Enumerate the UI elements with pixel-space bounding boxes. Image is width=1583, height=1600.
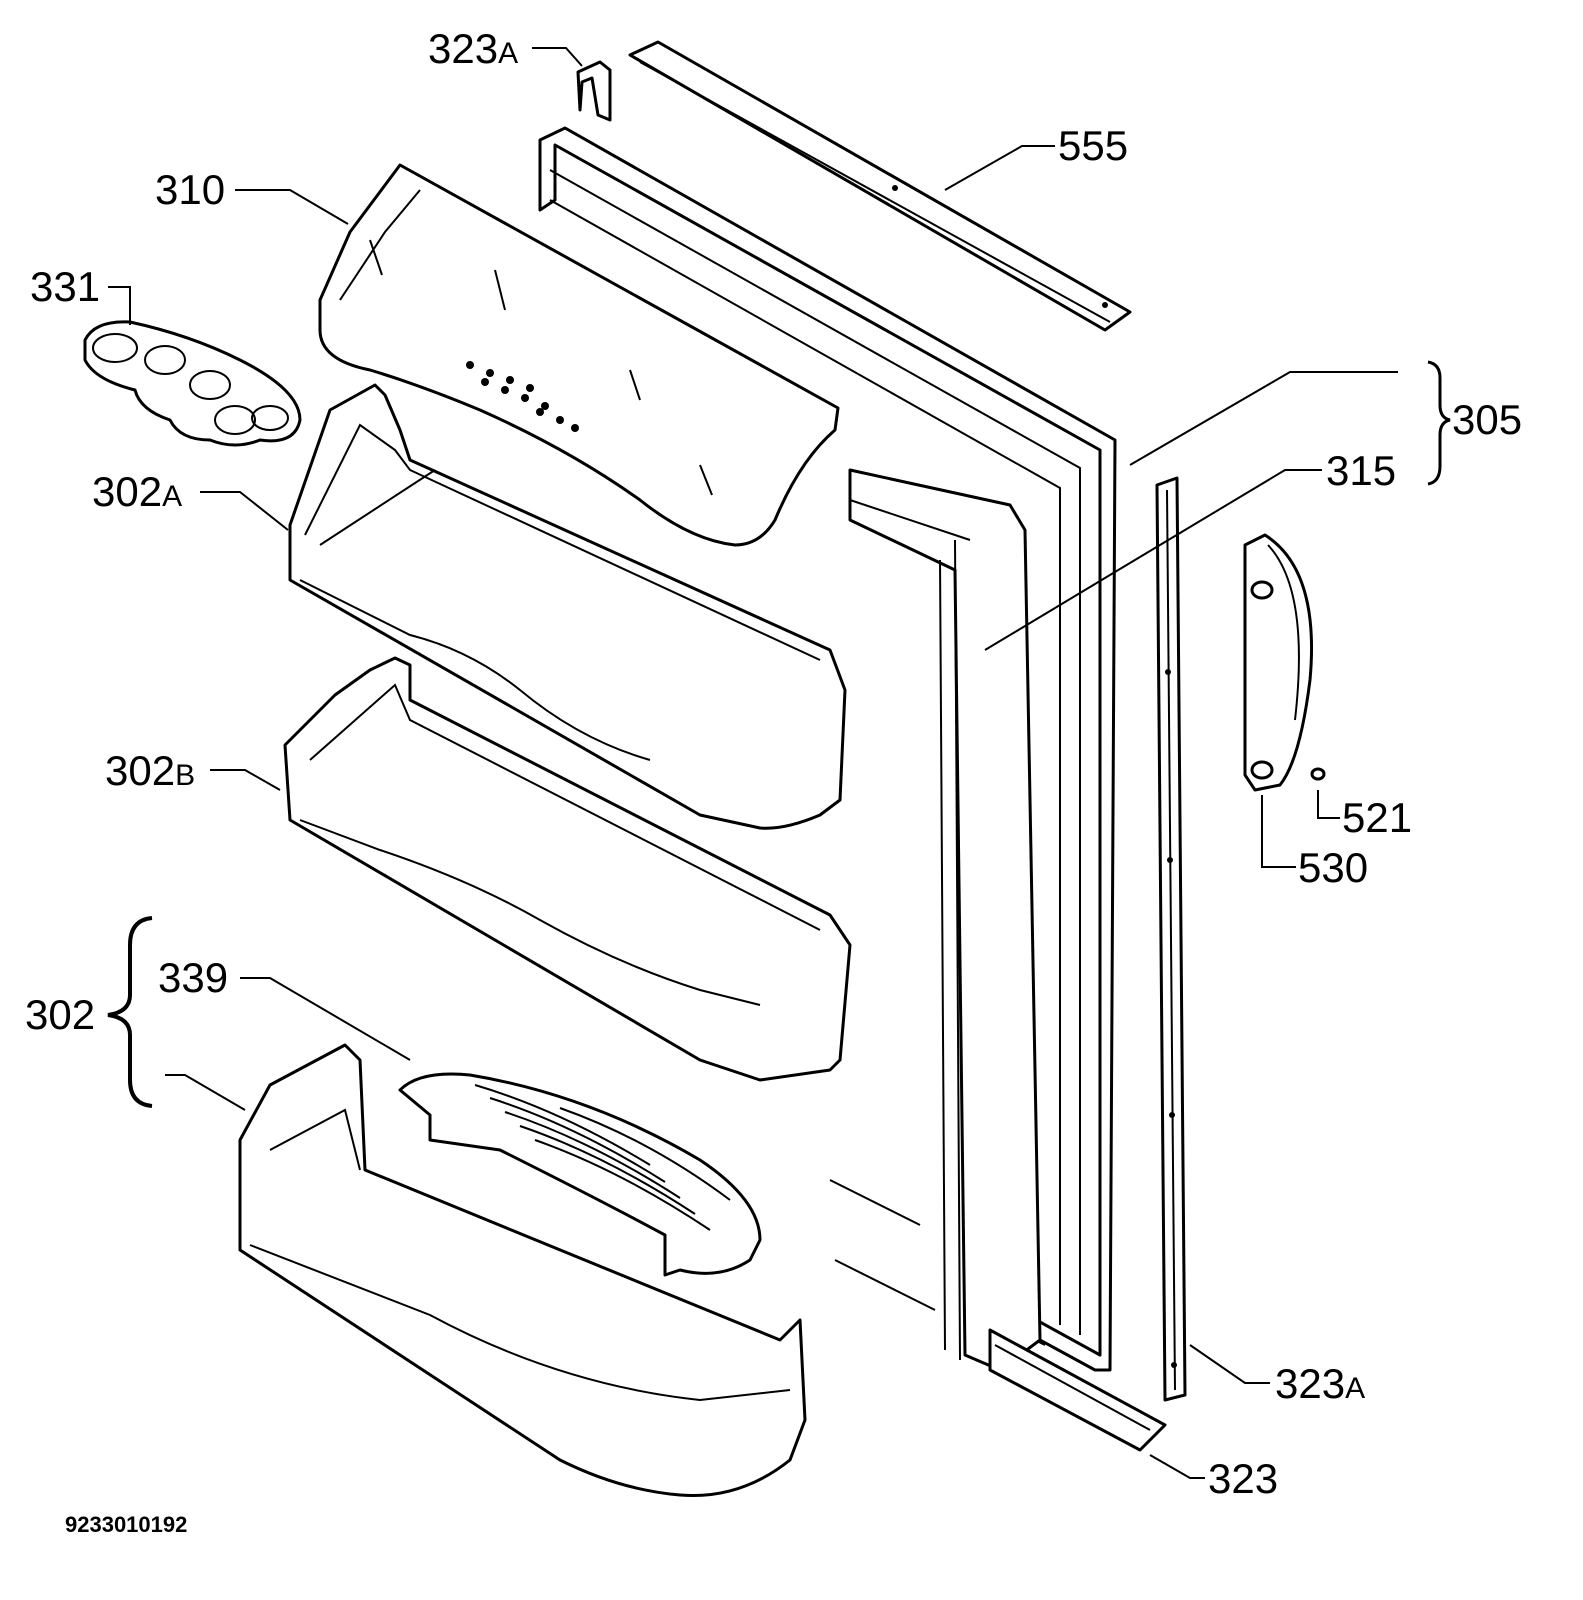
label-302a: 302A: [92, 468, 182, 515]
part-521-screw: [1310, 767, 1326, 781]
label-339: 339: [158, 954, 228, 1001]
label-302b: 302B: [105, 747, 195, 794]
leader-lines: [107, 47, 1451, 1479]
part-302-bin: [238, 1043, 807, 1498]
part-555-top-strip: [628, 40, 1132, 332]
part-331-egg-tray: [83, 320, 302, 447]
label-315: 315: [1326, 447, 1396, 494]
document-number: 9233010192: [65, 1512, 187, 1537]
label-521: 521: [1342, 794, 1412, 841]
part-315-gasket: [829, 468, 1042, 1372]
label-323a-bottom: 323A: [1275, 1360, 1365, 1407]
part-310-cover: [318, 163, 840, 547]
part-302a-bin: [288, 383, 847, 830]
label-530: 530: [1298, 844, 1368, 891]
callout-labels: 323A 555 310 331 305 315 302A 302B 521 5…: [25, 25, 1522, 1537]
part-339-insert: [398, 1072, 762, 1277]
label-331: 331: [30, 263, 100, 310]
part-302b-bin: [283, 656, 852, 1082]
part-323a-side-strip: [1155, 476, 1187, 1402]
label-310: 310: [155, 166, 225, 213]
part-530-handle: [1243, 533, 1314, 792]
label-305: 305: [1452, 396, 1522, 443]
label-323: 323: [1208, 1455, 1278, 1502]
part-323-bottom-strip: [988, 1328, 1167, 1452]
part-323a-top-clip: [576, 60, 612, 122]
label-323a-top: 323A: [428, 25, 518, 72]
label-555: 555: [1058, 122, 1128, 169]
label-302: 302: [25, 991, 95, 1038]
